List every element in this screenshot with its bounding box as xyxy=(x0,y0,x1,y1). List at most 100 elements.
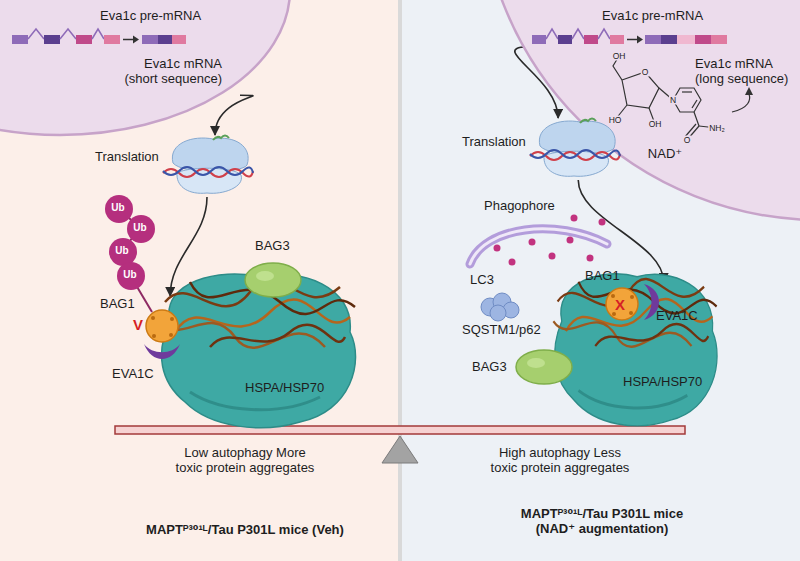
bag1-protein-part xyxy=(612,312,616,316)
nucleus-outline-part xyxy=(104,35,120,44)
atom-label: O xyxy=(683,136,692,145)
atom-label: OH xyxy=(648,120,663,129)
p62-protein-part xyxy=(481,293,519,321)
node-text: Translation xyxy=(462,134,526,149)
hsp70-protein-part xyxy=(566,299,713,331)
node-text: BAG3 xyxy=(255,238,290,253)
outcome-text: High autophagy Less toxic protein aggreg… xyxy=(460,445,660,475)
bag1-protein-part xyxy=(170,317,174,321)
ubiquitin: Ub xyxy=(117,262,145,290)
node-text: Ub xyxy=(109,238,135,264)
panel: MAPTᴾ³⁰¹ᴸ/Tau P301L mice (NAD⁺ augmentat… xyxy=(402,0,800,561)
nucleus-outline-part xyxy=(142,35,158,44)
node-text: Eva1c pre-mRNA xyxy=(602,8,703,23)
nucleus-outline-part xyxy=(610,35,624,44)
ubiquitin: Ub xyxy=(105,195,133,223)
panel-divider xyxy=(398,0,402,561)
phagophore-membrane-part xyxy=(567,237,574,244)
bag1-protein-part xyxy=(169,333,173,337)
ribosome-icon-part xyxy=(530,150,620,158)
bag1-protein-part xyxy=(629,311,633,315)
node-text: EVA1C xyxy=(112,366,154,381)
bag3-protein-part xyxy=(527,358,545,368)
p62-protein-part xyxy=(490,305,506,321)
atom-label: OH xyxy=(612,52,627,61)
process-arrow xyxy=(578,180,663,282)
node-text: EVA1C xyxy=(656,308,698,323)
phagophore-membrane-part xyxy=(509,259,516,266)
bag1-protein-part xyxy=(151,316,155,320)
ribosome-icon xyxy=(530,118,620,180)
nucleus-outline-part xyxy=(682,91,692,92)
mark-symbol: V xyxy=(133,317,143,332)
hsp70-protein-part xyxy=(578,390,687,408)
nucleus-outline-part xyxy=(745,87,753,95)
bag1-protein-part xyxy=(146,310,178,342)
bag3-protein xyxy=(238,238,348,298)
nucleus-outline-part xyxy=(172,35,186,44)
node-text: Translation xyxy=(95,149,159,164)
nucleus-outline-part xyxy=(694,112,699,126)
bag3-protein-part xyxy=(256,271,274,281)
nucleus: Eva1c pre-mRNAEva1c mRNA (long sequence) xyxy=(527,0,800,112)
phagophore-membrane-part xyxy=(549,253,556,260)
nucleus-outline-part xyxy=(44,35,60,44)
ribosome-icon-part xyxy=(213,136,229,141)
nucleus-outline-part xyxy=(598,29,610,39)
translation-step: Translation xyxy=(95,135,255,197)
phagophore-membrane-part xyxy=(470,229,607,264)
nucleus-outline-part xyxy=(546,29,558,39)
phagophore-membrane-part xyxy=(599,219,606,226)
nucleus-outline-part xyxy=(677,35,695,44)
nucleus-outline-part xyxy=(627,39,637,41)
process-arrow xyxy=(215,95,253,135)
nucleus-outline-part xyxy=(133,36,139,44)
node-text: Ub xyxy=(117,262,143,288)
node-text: Eva1c mRNA (short sequence) xyxy=(112,56,222,86)
hsp70-protein-part xyxy=(162,274,356,428)
p62-protein: SQSTM1/p62 xyxy=(442,292,557,344)
molecule-name: NAD⁺ xyxy=(648,146,682,161)
node-text: BAG3 xyxy=(472,359,507,374)
nucleus-outline-part xyxy=(123,39,133,41)
phagophore-membrane-part xyxy=(494,245,501,252)
nucleus-outline-part xyxy=(661,35,677,44)
nucleus-outline-part xyxy=(637,36,643,44)
ubiquitin: Ub xyxy=(127,215,155,243)
panel: MAPTᴾ³⁰¹ᴸ/Tau P301L mice (Veh) Eva1c pre-… xyxy=(0,0,398,561)
nucleus-outline-part xyxy=(584,35,598,44)
bag1-protein-part xyxy=(611,294,615,298)
atom-label: O xyxy=(641,68,650,77)
nucleus-outline-part xyxy=(0,0,290,135)
translation-step: Translation xyxy=(462,118,617,180)
seesaw-bar xyxy=(115,426,685,434)
hsp70-protein-part xyxy=(175,299,350,332)
ribosome-icon-part xyxy=(539,121,615,155)
hsp70-protein-part xyxy=(210,325,345,347)
ribosome-icon xyxy=(163,135,253,197)
hsp70-complex: HSPA/HSP70 xyxy=(545,262,725,430)
nucleus: Eva1c pre-mRNA Eva1c mRNA (short sequence… xyxy=(0,0,240,112)
bag1-protein-part xyxy=(630,295,634,299)
nucleus-outline-part xyxy=(28,29,44,39)
ribosome-icon-part xyxy=(172,138,248,172)
phagophore-membrane-part xyxy=(571,215,578,222)
phagophore-membrane-part xyxy=(494,215,606,266)
seesaw-fulcrum xyxy=(382,436,418,463)
nucleus-outline-part xyxy=(92,29,104,39)
eva1c-protein-part xyxy=(144,344,180,359)
node-text: MAPTᴾ³⁰¹ᴸ/Tau P301L mice (NAD⁺ augmentat… xyxy=(502,506,702,536)
node-text: Eva1c pre-mRNA xyxy=(100,8,201,23)
bag1-protein-part xyxy=(606,288,638,320)
protein-label: LC3 xyxy=(470,272,494,287)
bag3-protein: BAG3 xyxy=(472,345,577,390)
nucleus-outline-part xyxy=(76,35,92,44)
ribosome-icon-part xyxy=(163,167,253,175)
bag1-protein: BAG1 xyxy=(585,268,647,323)
node-text: MAPTᴾ³⁰¹ᴸ/Tau P301L mice (Veh) xyxy=(130,522,360,537)
nucleus-outline-part xyxy=(645,35,661,44)
nucleus-outline-part xyxy=(695,35,711,44)
nucleus-outline-part xyxy=(12,35,28,44)
